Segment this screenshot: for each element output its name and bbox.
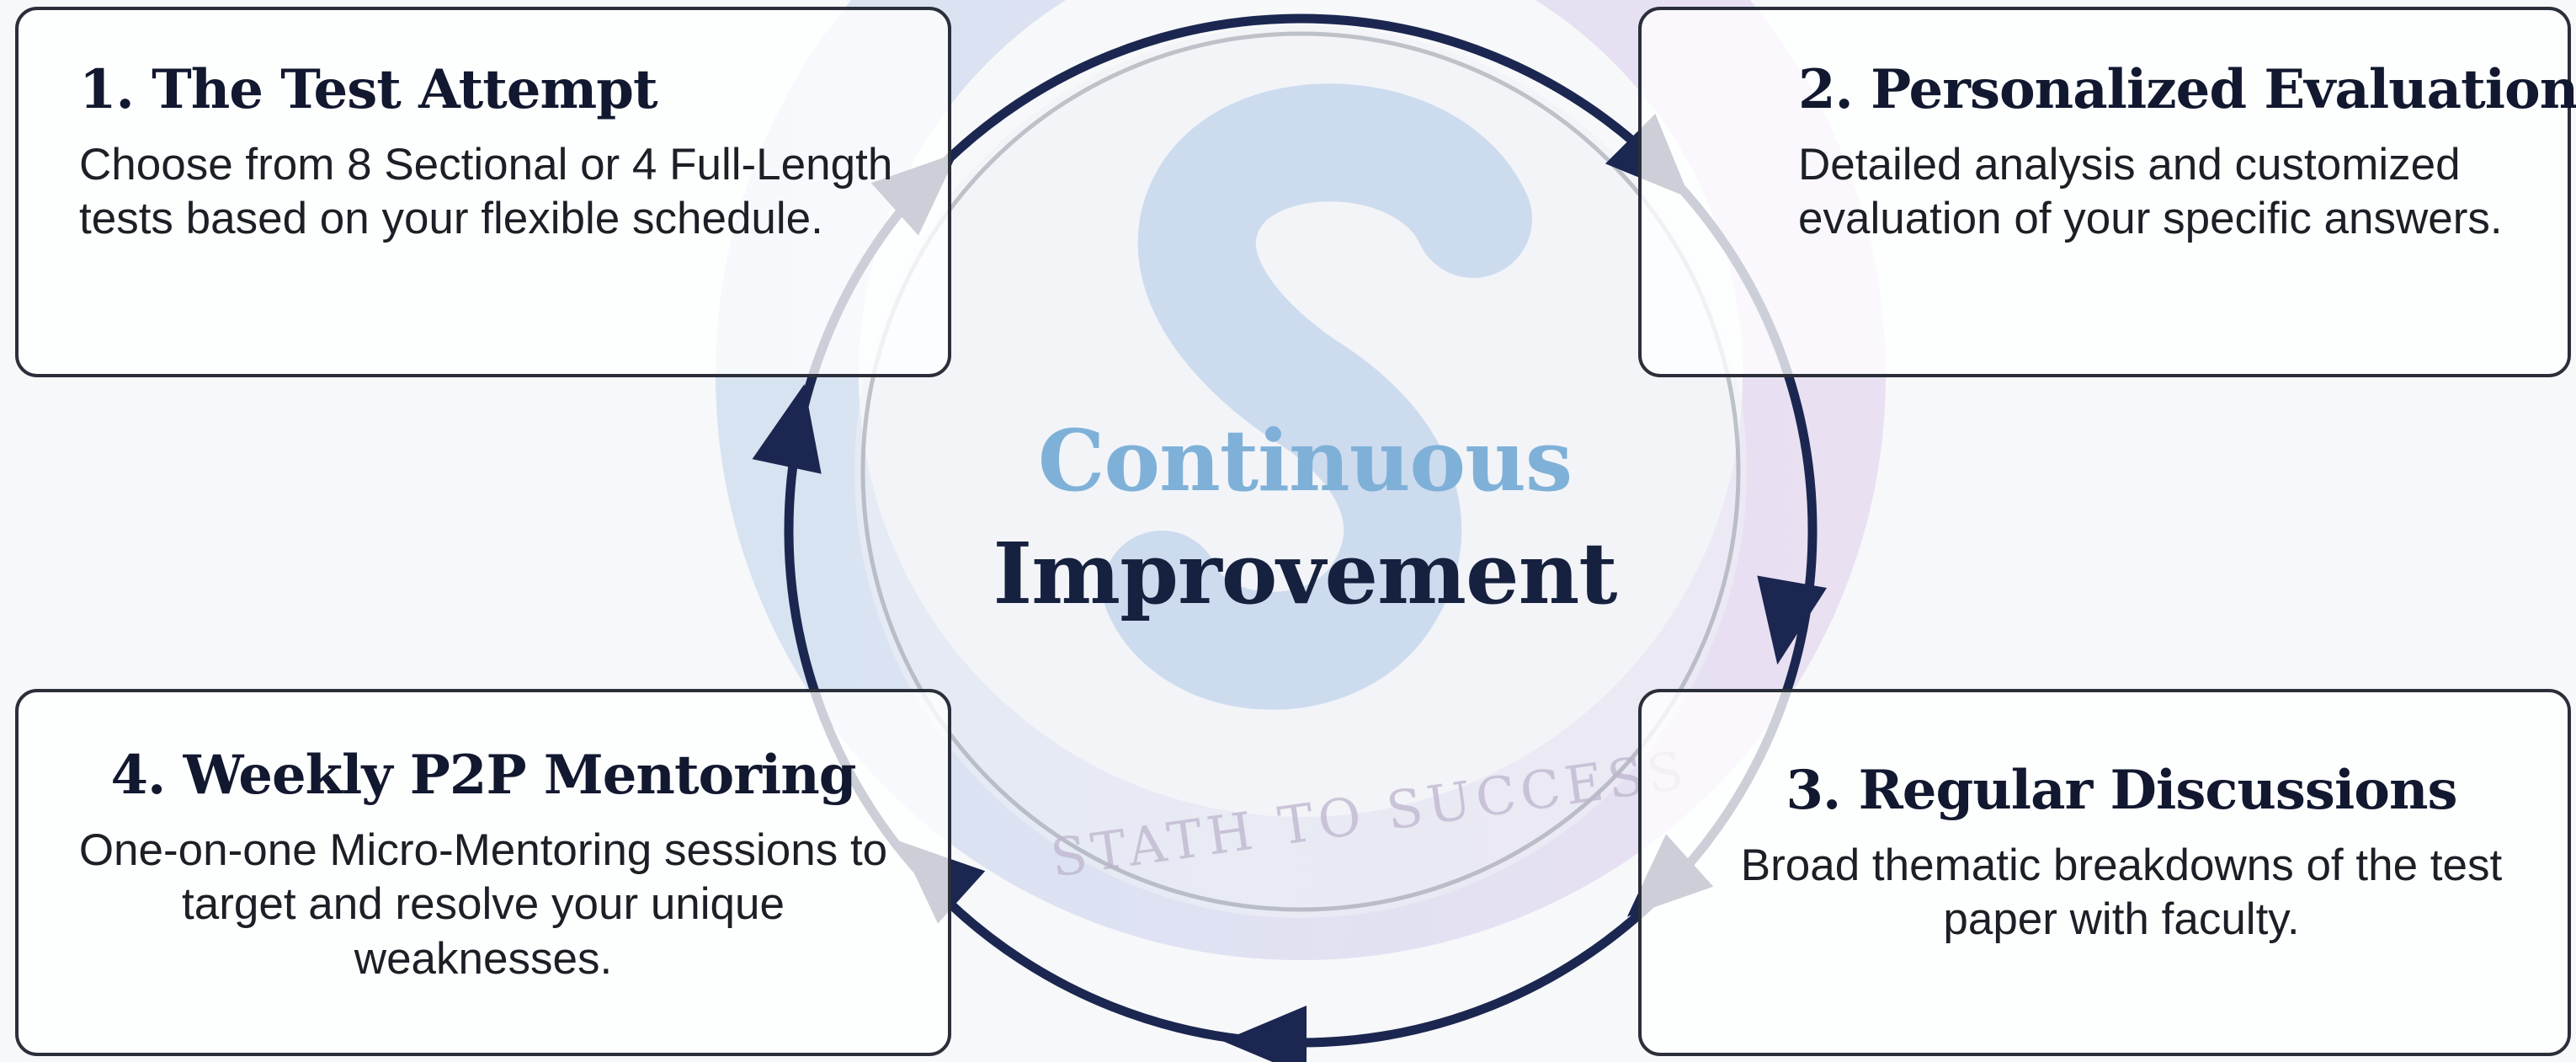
step-card-2: 2. Personalized Evaluation Detailed anal… xyxy=(1638,7,2576,377)
arrowhead-left xyxy=(752,384,822,474)
center-title-line2: Improvement xyxy=(993,524,1618,623)
step-2-description: Detailed analysis and customized evaluat… xyxy=(1798,139,2503,244)
step-2-title: 2. Personalized Evaluation xyxy=(1798,58,2576,121)
step-1-description: Choose from 8 Sectional or 4 Full-Length… xyxy=(79,139,893,244)
step-1-title: 1. The Test Attempt xyxy=(79,58,658,121)
step-card-3: 3. Regular Discussions Broad thematic br… xyxy=(1638,689,2571,1056)
center-title-line1: Continuous xyxy=(1037,411,1573,510)
step-4-description: One-on-one Micro-Mentoring sessions to t… xyxy=(78,825,888,984)
step-3-description: Broad thematic breakdowns of the test pa… xyxy=(1740,840,2503,945)
step-4-title: 4. Weekly P2P Mentoring xyxy=(110,744,856,807)
step-card-1: 1. The Test Attempt Choose from 8 Sectio… xyxy=(15,7,951,377)
step-card-4: 4. Weekly P2P Mentoring One-on-one Micro… xyxy=(15,689,951,1056)
arrowhead-bottom xyxy=(1222,1006,1307,1062)
arrowhead-right xyxy=(1757,575,1828,665)
step-3-title: 3. Regular Discussions xyxy=(1786,759,2457,822)
